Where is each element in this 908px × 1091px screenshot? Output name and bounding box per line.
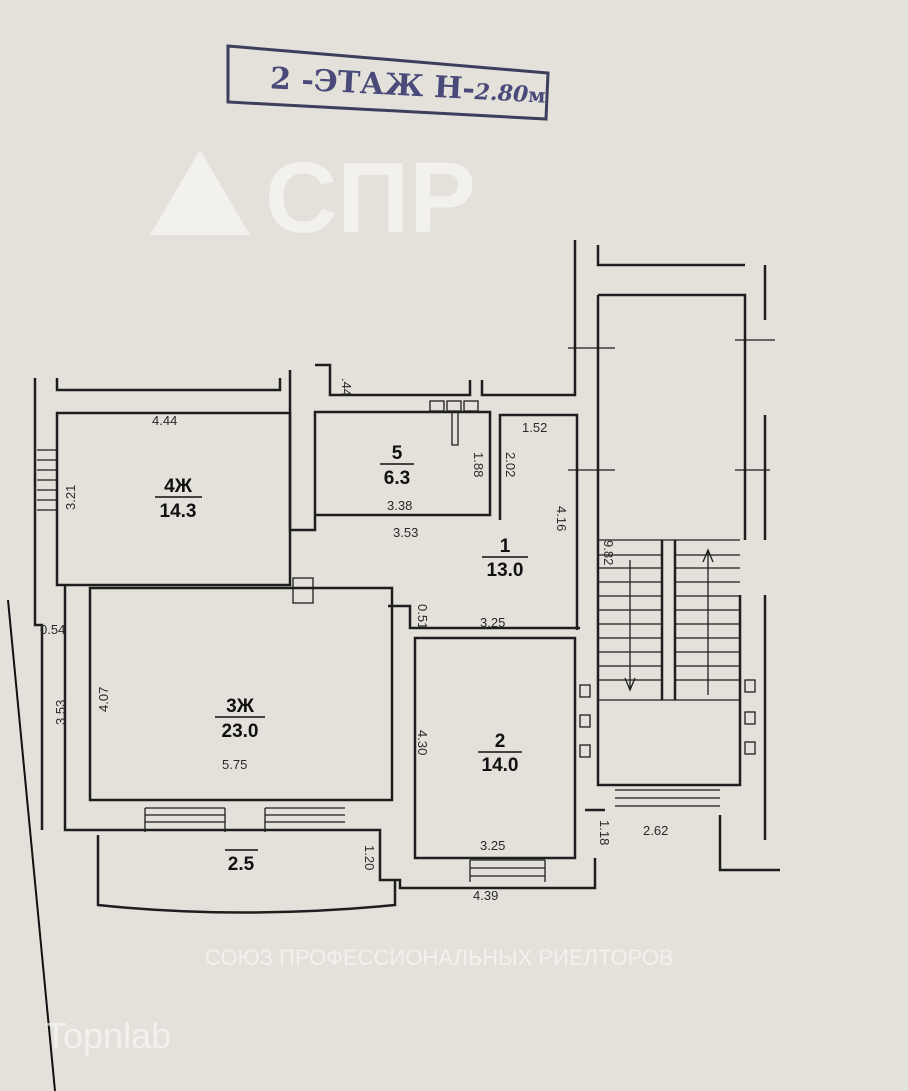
svg-text:3.25: 3.25 [480, 838, 505, 853]
svg-text:3.53: 3.53 [393, 525, 418, 540]
room-4zh: 4Ж 14.3 [155, 476, 202, 522]
topnlab-watermark: Topnlab [45, 1015, 171, 1056]
svg-text:1.18: 1.18 [597, 820, 612, 845]
svg-text:5: 5 [392, 443, 403, 464]
svg-text:СПР: СПР [265, 142, 476, 254]
svg-text:3.53: 3.53 [53, 700, 68, 725]
svg-text:6.3: 6.3 [384, 468, 410, 489]
room-2: 2 14.0 [478, 731, 522, 776]
room-balcony: 2.5 [225, 849, 258, 875]
svg-text:14.3: 14.3 [160, 501, 197, 522]
svg-text:4.16: 4.16 [554, 506, 569, 531]
svg-text:2.62: 2.62 [643, 823, 668, 838]
windows [37, 339, 775, 882]
svg-text:2.5: 2.5 [228, 854, 255, 875]
walls [33, 240, 780, 914]
room-1: 1 13.0 [482, 536, 528, 581]
org-watermark: СОЮЗ ПРОФЕССИОНАЛЬНЫХ РИЕЛТОРОВ [205, 945, 674, 970]
svg-text:4.44: 4.44 [152, 413, 177, 428]
svg-text:0.51: 0.51 [415, 604, 430, 629]
svg-text:1.52: 1.52 [522, 420, 547, 435]
room-5: 5 6.3 [380, 443, 414, 489]
svg-text:23.0: 23.0 [222, 721, 259, 742]
spr-watermark-logo: СПР [150, 142, 476, 254]
room-3zh: 3Ж 23.0 [215, 696, 265, 742]
staircase [579, 539, 756, 758]
svg-text:4.30: 4.30 [415, 730, 430, 755]
svg-text:4.39: 4.39 [473, 888, 498, 903]
svg-text:0.54: 0.54 [40, 622, 65, 637]
svg-text:9.82: 9.82 [601, 540, 616, 565]
svg-text:1.88: 1.88 [471, 452, 486, 477]
svg-text:4Ж: 4Ж [164, 476, 193, 497]
svg-text:1.20: 1.20 [362, 845, 377, 870]
svg-text:1: 1 [500, 536, 511, 557]
svg-text:5.75: 5.75 [222, 757, 247, 772]
paper-edge [7, 599, 56, 1091]
svg-text:14.0: 14.0 [482, 755, 519, 776]
svg-text:3.25: 3.25 [480, 615, 505, 630]
svg-text:4.07: 4.07 [96, 687, 111, 712]
dimensions: 4.44 3.21 .44 3.38 1.88 2.02 1.52 3.53 4… [40, 378, 668, 903]
svg-text:3Ж: 3Ж [226, 696, 255, 717]
svg-text:13.0: 13.0 [487, 560, 524, 581]
svg-text:3.21: 3.21 [63, 485, 78, 510]
svg-text:3.38: 3.38 [387, 498, 412, 513]
svg-text:2: 2 [495, 731, 506, 752]
svg-text:.44: .44 [339, 378, 354, 396]
svg-text:2.02: 2.02 [503, 452, 518, 477]
floor-title-stamp: 2 -ЭТАЖ Н-2.80м [226, 44, 550, 121]
